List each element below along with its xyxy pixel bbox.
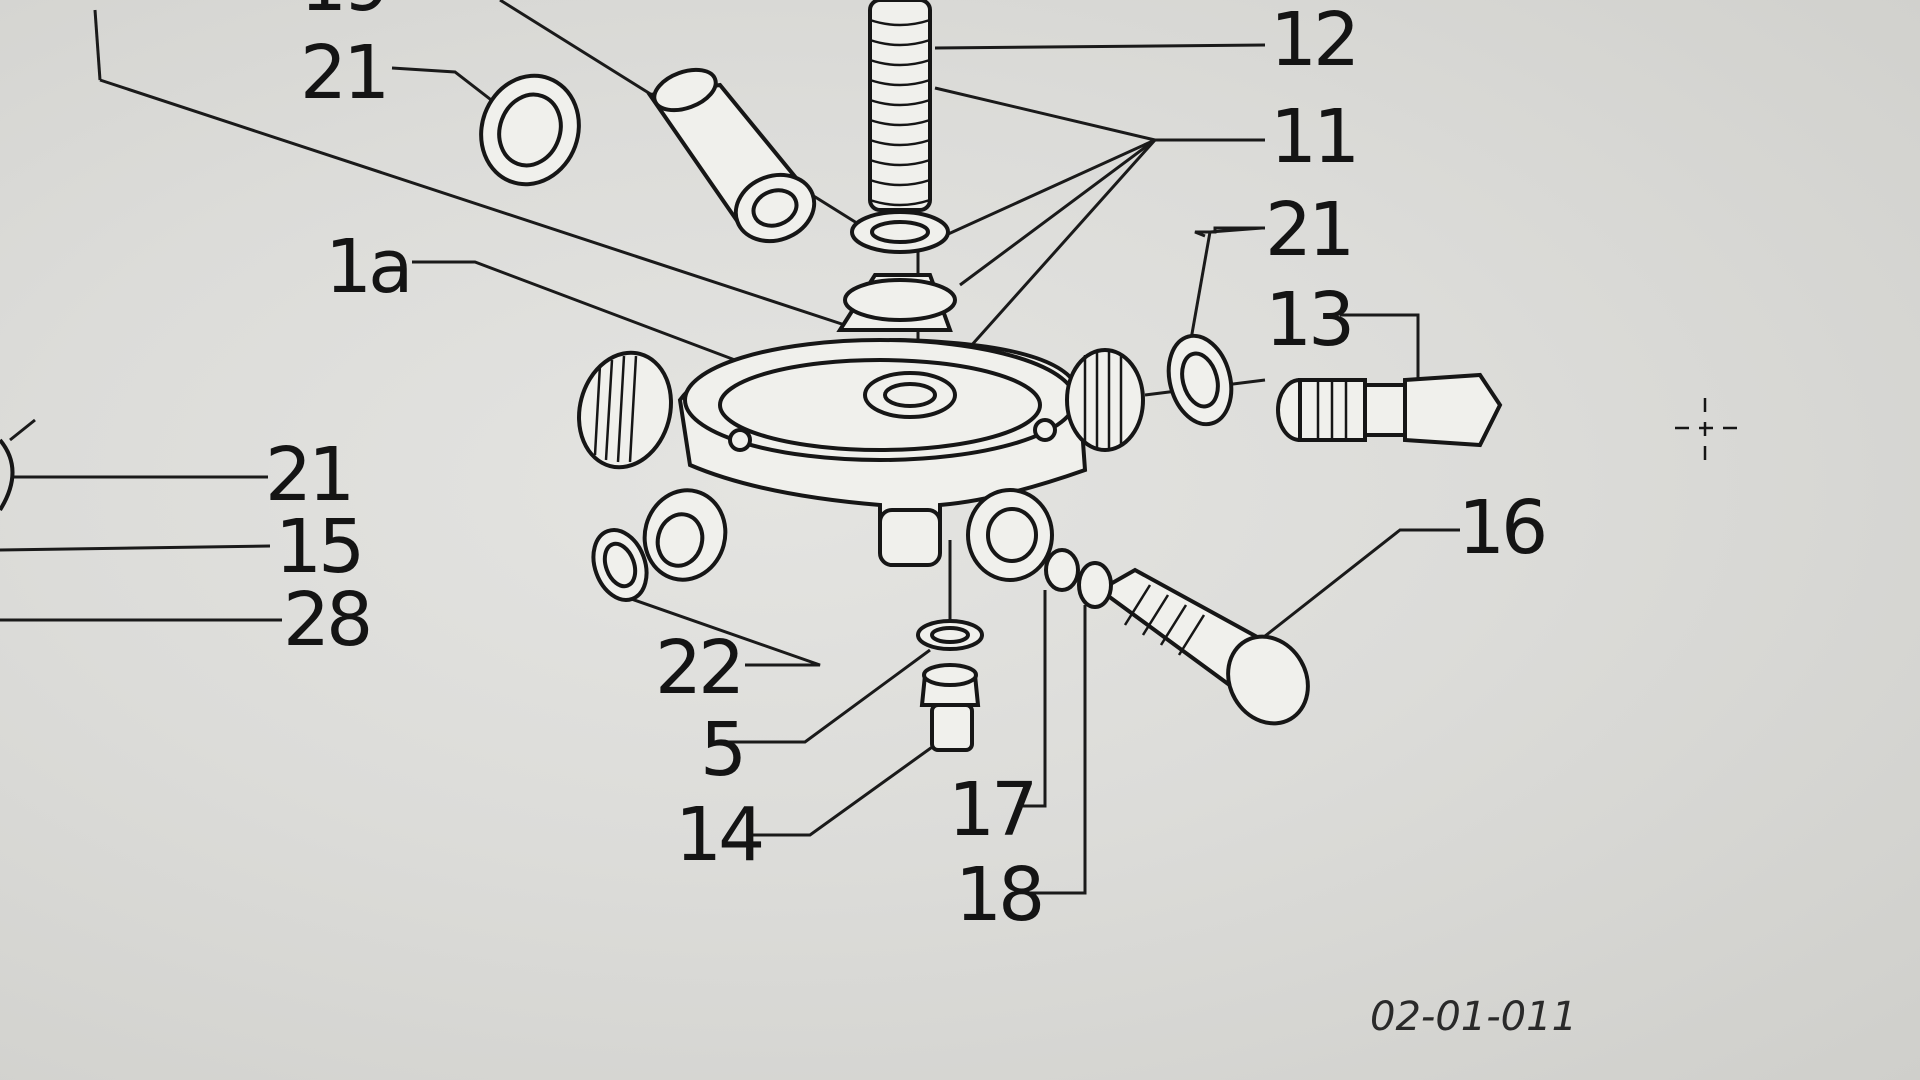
callout-14: 14 bbox=[675, 792, 761, 878]
part-left-fragment bbox=[0, 418, 36, 512]
callout-labels: 19 12 11 21 21 13 1a 21 15 28 16 22 5 14… bbox=[265, 0, 1577, 1040]
callout-1a: 1a bbox=[325, 224, 409, 310]
callout-13: 13 bbox=[1265, 277, 1351, 363]
callout-11: 11 bbox=[1270, 94, 1356, 180]
callout-5: 5 bbox=[700, 707, 743, 793]
part-pump-head-1a bbox=[577, 337, 1145, 582]
part-fitting-16 bbox=[1096, 567, 1310, 726]
callout-28: 28 bbox=[283, 577, 369, 663]
callout-17: 17 bbox=[948, 767, 1034, 853]
callout-12: 12 bbox=[1270, 0, 1356, 83]
callout-21-top: 21 bbox=[300, 30, 386, 116]
part-fitting-13 bbox=[1276, 372, 1503, 448]
part-sleeve-cylinder bbox=[646, 67, 817, 244]
callout-19-partial: 19 bbox=[300, 0, 386, 28]
part-seal-ring-22 bbox=[591, 528, 649, 602]
part-seal-ring-21-right bbox=[1166, 333, 1234, 427]
part-plug-14 bbox=[919, 663, 981, 752]
part-spring-12 bbox=[850, 0, 950, 254]
part-washer-5 bbox=[916, 619, 984, 651]
part-valve-cone bbox=[836, 273, 957, 332]
callout-16: 16 bbox=[1458, 485, 1544, 571]
part-seal-ring-21-top bbox=[479, 73, 581, 187]
callout-18: 18 bbox=[955, 852, 1041, 938]
callout-22: 22 bbox=[655, 625, 741, 711]
figure-reference: 02-01-011 bbox=[1370, 994, 1577, 1040]
callout-21-right: 21 bbox=[1265, 187, 1351, 273]
crosshair-icon bbox=[1675, 398, 1745, 460]
part-small-rings-17-18 bbox=[1044, 548, 1113, 609]
callout-15: 15 bbox=[275, 504, 361, 590]
callout-21-left: 21 bbox=[265, 432, 351, 518]
